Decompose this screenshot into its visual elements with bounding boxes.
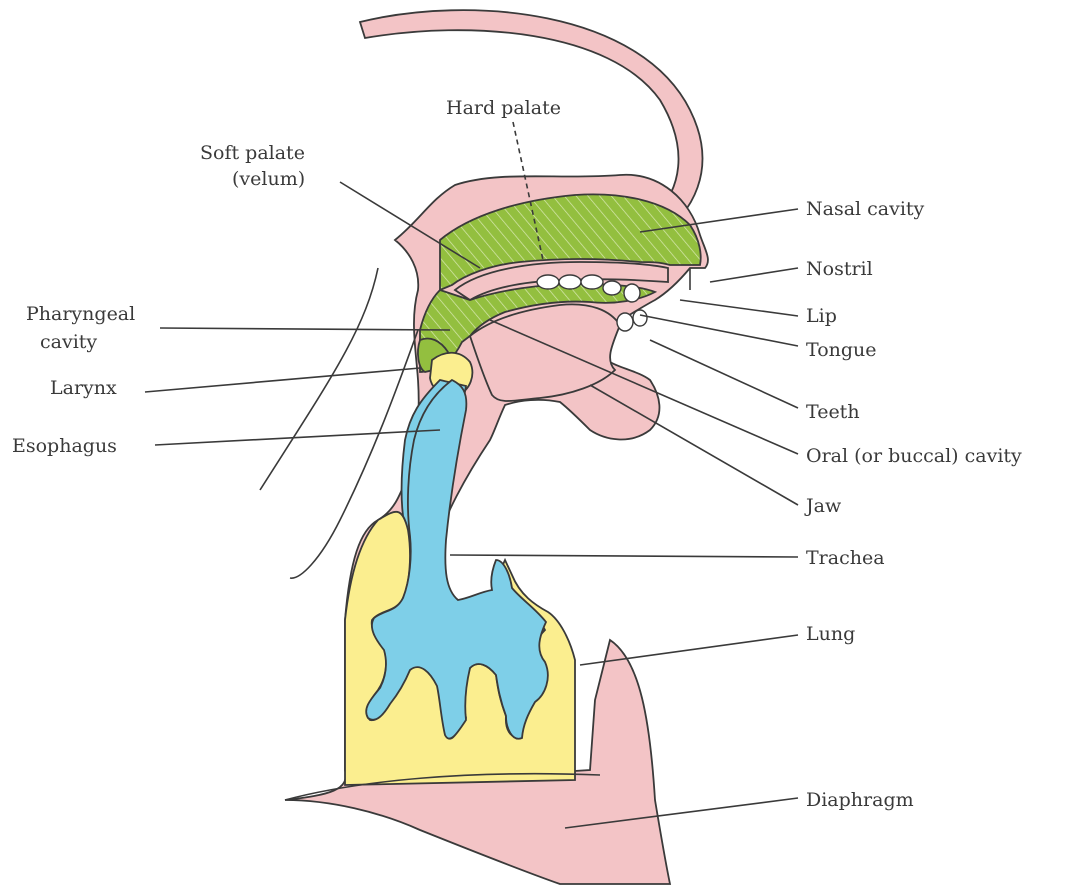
label-pharyngeal-line2: cavity bbox=[40, 331, 97, 353]
label-oral-cavity: Oral (or buccal) cavity bbox=[806, 445, 1022, 467]
label-soft-palate-line1: Soft palate bbox=[200, 142, 305, 164]
label-pharyngeal-line1: Pharyngeal bbox=[26, 303, 135, 325]
label-tongue: Tongue bbox=[806, 339, 877, 361]
label-teeth: Teeth bbox=[806, 401, 860, 423]
label-jaw: Jaw bbox=[804, 495, 842, 517]
label-nasal-cavity: Nasal cavity bbox=[806, 198, 925, 220]
label-lip: Lip bbox=[806, 305, 837, 327]
label-esophagus: Esophagus bbox=[12, 435, 117, 457]
label-soft-palate-line2: (velum) bbox=[232, 168, 305, 190]
label-trachea: Trachea bbox=[806, 547, 885, 569]
label-nostril: Nostril bbox=[806, 258, 873, 280]
label-lung: Lung bbox=[806, 623, 855, 645]
label-larynx: Larynx bbox=[50, 377, 117, 399]
label-hard-palate: Hard palate bbox=[446, 97, 561, 119]
label-diaphragm: Diaphragm bbox=[806, 789, 914, 811]
back-contour-outer bbox=[260, 268, 378, 490]
